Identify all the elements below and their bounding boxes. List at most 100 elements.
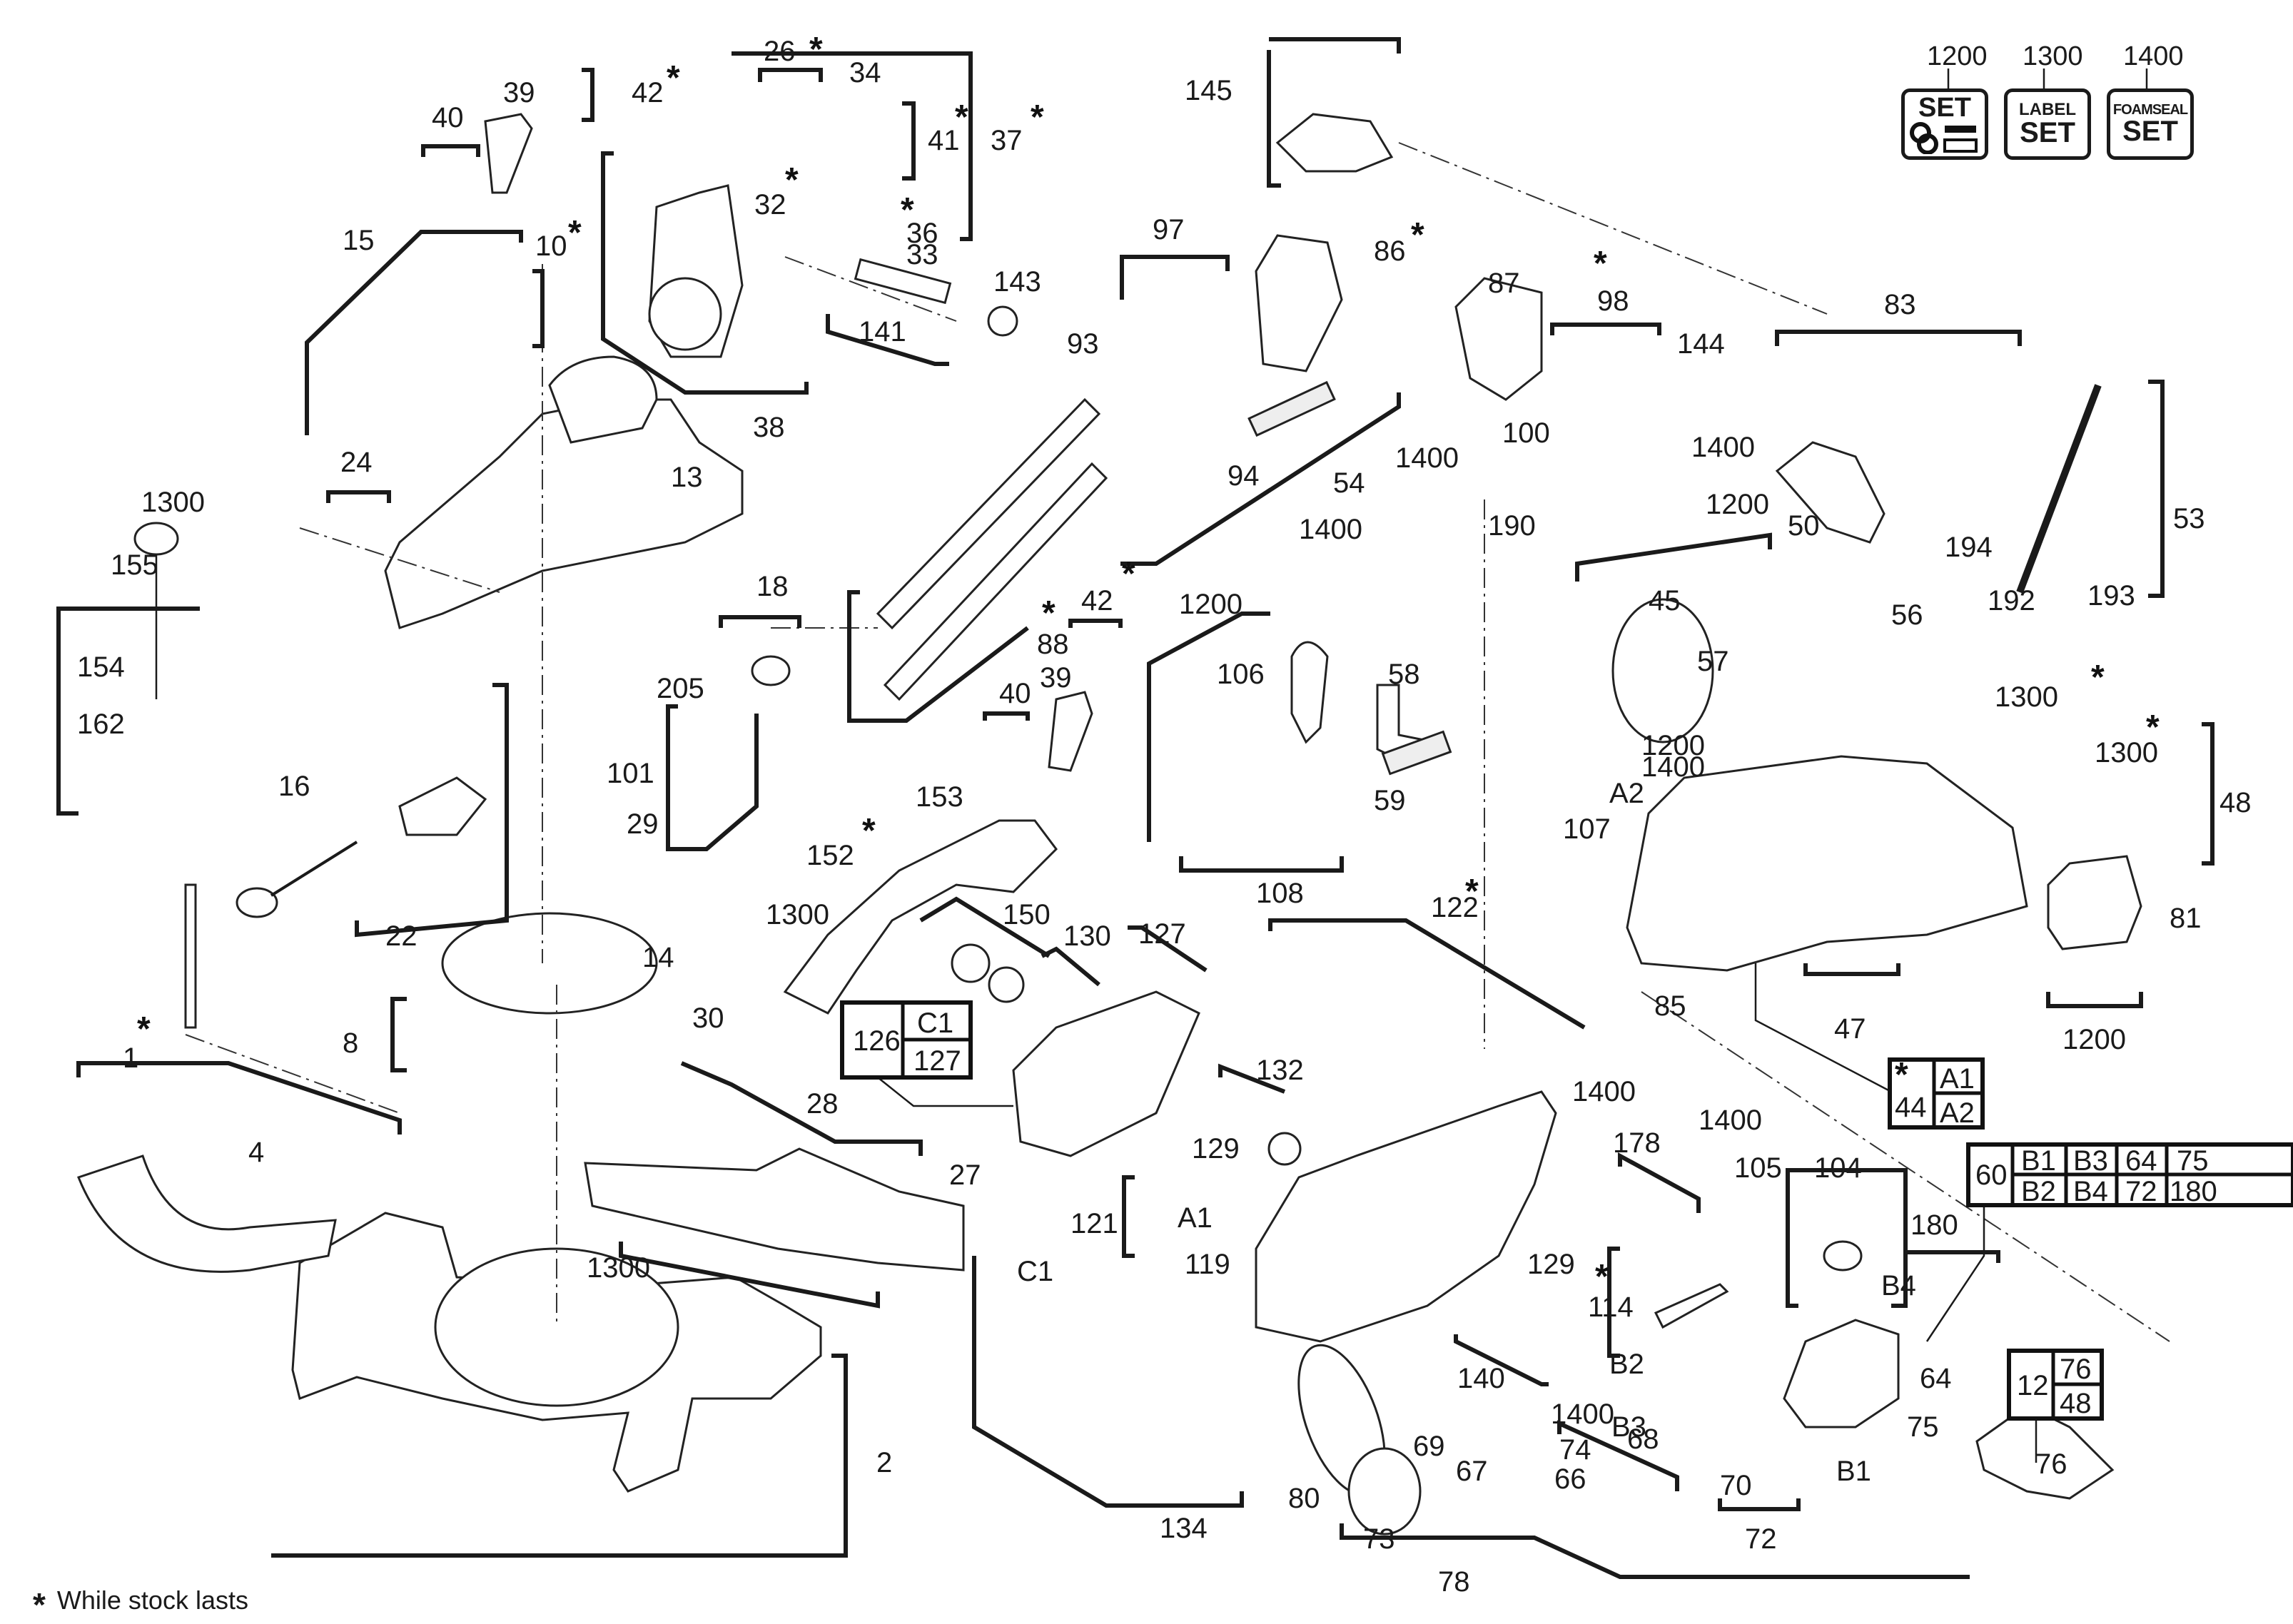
callout-labels: 26 * 34 39 42 * 40 41 * 37 * 32 * 36 * 3… xyxy=(77,31,2252,1598)
kit-44-id: 44 xyxy=(1895,1092,1927,1123)
pulley-73 xyxy=(1347,1447,1422,1536)
callout-66: 66 xyxy=(1554,1463,1586,1495)
kit-60-item: 64 xyxy=(2125,1145,2157,1177)
callout-94: 94 xyxy=(1228,460,1260,492)
lower-guard-C1 xyxy=(1012,990,1200,1157)
part-shapes xyxy=(77,113,2142,1536)
kit-60-item: 75 xyxy=(2177,1145,2209,1177)
motor-housing-A2 xyxy=(1626,755,2028,972)
kit-60-item: B3 xyxy=(2073,1145,2108,1177)
callout-10: 10 xyxy=(535,230,567,262)
callout-1300-d: 1300 xyxy=(2095,737,2158,768)
callout-39-mid: 39 xyxy=(1040,662,1072,694)
callout-4: 4 xyxy=(248,1137,264,1168)
callout-59: 59 xyxy=(1374,785,1406,816)
kit-60-item: B4 xyxy=(2073,1176,2108,1207)
pad-59 xyxy=(1381,730,1452,776)
callout-67: 67 xyxy=(1456,1456,1488,1487)
footnote: *While stock lasts xyxy=(33,1585,248,1624)
callout-38: 38 xyxy=(753,412,785,443)
star-88: * xyxy=(1042,594,1056,632)
flange-150b xyxy=(988,966,1025,1003)
callout-85: 85 xyxy=(1654,990,1686,1022)
upper-blade-guard-152 xyxy=(783,819,1058,1015)
callout-56: 56 xyxy=(1891,599,1923,631)
callout-24: 24 xyxy=(340,447,373,478)
callout-B1: B1 xyxy=(1836,1456,1871,1487)
callout-75: 75 xyxy=(1907,1411,1939,1443)
callout-1400-c: 1400 xyxy=(1299,514,1362,545)
callout-76: 76 xyxy=(2035,1448,2067,1480)
callout-105: 105 xyxy=(1734,1152,1782,1184)
callout-A2: A2 xyxy=(1609,778,1644,809)
kit-44-item-A2: A2 xyxy=(1940,1097,1975,1129)
kit-60-item: B2 xyxy=(2021,1176,2056,1207)
bracket-22 xyxy=(398,776,487,836)
handle-106 xyxy=(1290,641,1329,744)
screw-washer-glyph xyxy=(1910,122,1978,154)
callout-144: 144 xyxy=(1677,328,1725,360)
callout-1300-left: 1300 xyxy=(141,487,205,518)
callout-129-a: 129 xyxy=(1192,1133,1240,1164)
callout-29: 29 xyxy=(627,808,659,840)
callout-32: 32 xyxy=(754,189,786,220)
kit-12-id: 12 xyxy=(2017,1370,2049,1401)
callout-83: 83 xyxy=(1884,289,1916,320)
callout-205: 205 xyxy=(657,673,704,704)
callout-93: 93 xyxy=(1067,328,1099,360)
callout-1200-b: 1200 xyxy=(1179,589,1242,620)
star-10: * xyxy=(568,214,582,252)
callout-153: 153 xyxy=(916,781,963,813)
callout-42-top: 42 xyxy=(632,77,664,108)
callout-106: 106 xyxy=(1217,659,1265,690)
star-36: * xyxy=(901,191,914,229)
callout-78: 78 xyxy=(1438,1566,1470,1598)
callout-104: 104 xyxy=(1814,1152,1862,1184)
gear-housing-B1 xyxy=(1783,1319,1900,1428)
field-45 xyxy=(1611,598,1714,744)
star-37: * xyxy=(1031,98,1044,136)
callout-48: 48 xyxy=(2219,787,2252,818)
callout-80: 80 xyxy=(1288,1483,1320,1514)
callout-33: 33 xyxy=(906,239,938,270)
callout-22: 22 xyxy=(385,920,417,952)
callout-15: 15 xyxy=(343,225,375,256)
callout-74: 74 xyxy=(1559,1434,1591,1466)
callout-154: 154 xyxy=(77,651,125,683)
callout-1200-d: 1200 xyxy=(2062,1024,2126,1055)
callout-1400-a: 1400 xyxy=(1395,442,1459,474)
brackets xyxy=(56,37,2214,1579)
callout-1400-b: 1400 xyxy=(1691,432,1755,463)
callout-B4: B4 xyxy=(1881,1270,1916,1301)
callout-121: 121 xyxy=(1070,1208,1118,1239)
callout-98: 98 xyxy=(1597,285,1629,317)
foamseal-set-icon: FOAMSEAL SET xyxy=(2107,88,2194,160)
callout-42-mid: 42 xyxy=(1081,585,1113,616)
callout-132: 132 xyxy=(1256,1055,1304,1086)
callout-87: 87 xyxy=(1488,268,1520,299)
callout-114: 114 xyxy=(1588,1291,1634,1323)
callout-1400-f: 1400 xyxy=(1699,1105,1762,1136)
star-41: * xyxy=(955,98,968,136)
knob-16 xyxy=(236,887,278,918)
callout-47: 47 xyxy=(1834,1013,1866,1045)
callout-50: 50 xyxy=(1788,510,1820,542)
callout-86: 86 xyxy=(1374,235,1406,267)
kit-126-id: 126 xyxy=(853,1025,901,1057)
callout-54: 54 xyxy=(1333,467,1365,499)
label-set-line1: LABEL xyxy=(2019,100,2076,119)
legend-ticks xyxy=(1947,68,2148,88)
rod-155 xyxy=(184,883,197,1029)
callout-140: 140 xyxy=(1457,1363,1505,1394)
bearing-129 xyxy=(1267,1132,1302,1166)
star-1300-d: * xyxy=(2146,709,2160,746)
rail-88-upper xyxy=(876,397,1101,630)
kit-126-item-C1: C1 xyxy=(917,1008,953,1039)
callout-58: 58 xyxy=(1388,659,1420,690)
callout-150: 150 xyxy=(1003,899,1051,930)
callout-68: 68 xyxy=(1627,1423,1659,1455)
label-set-line2: SET xyxy=(2020,117,2075,148)
callout-30: 30 xyxy=(692,1003,724,1034)
spring-94 xyxy=(1247,380,1336,437)
dust-spout-39b xyxy=(1048,691,1093,772)
